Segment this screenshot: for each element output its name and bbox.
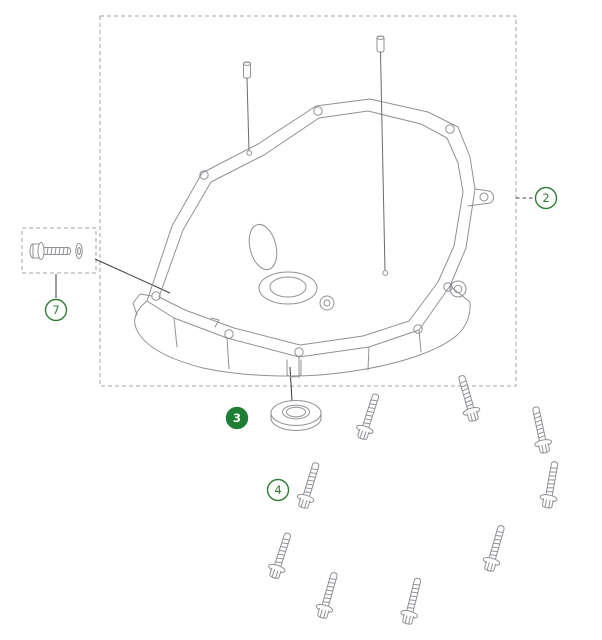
flange-bolt-graphic (480, 522, 511, 574)
flange-bolt-graphic (526, 404, 554, 456)
flange-bolt-graphic (265, 530, 297, 581)
leader-seal-to-housing (289, 366, 293, 402)
callout-7[interactable]: 7 (44, 298, 68, 322)
svg-text:3: 3 (233, 411, 241, 425)
flange-bolt-graphic (353, 391, 385, 442)
main-part-boundary-box (99, 15, 517, 387)
callout-4[interactable]: 4 (266, 478, 290, 502)
flange-bolt-graphic (537, 459, 564, 510)
housing-drawing (132, 98, 495, 379)
leader-lines (55, 197, 534, 402)
leader-item7-to-housing (94, 258, 171, 294)
stud-left (243, 61, 253, 156)
bolt-with-washer-item7 (29, 242, 83, 260)
washer-graphic (75, 243, 83, 259)
flange-bolt-graphic (398, 575, 427, 627)
callout-3[interactable]: 3 (225, 406, 249, 430)
svg-text:4: 4 (274, 483, 281, 497)
flange-bolt-graphic (313, 569, 344, 621)
seal-ring-drawing (270, 400, 322, 431)
flange-bolt-graphic (452, 372, 483, 424)
callout-2[interactable]: 2 (534, 186, 558, 210)
callout-layer: 2 3 4 7 (44, 186, 558, 502)
flange-bolt-graphic (294, 460, 326, 511)
item7-boundary-box (21, 227, 97, 274)
svg-text:7: 7 (52, 303, 59, 317)
stud-right (376, 35, 389, 276)
bolt-holes (151, 106, 455, 357)
svg-text:2: 2 (542, 191, 549, 205)
